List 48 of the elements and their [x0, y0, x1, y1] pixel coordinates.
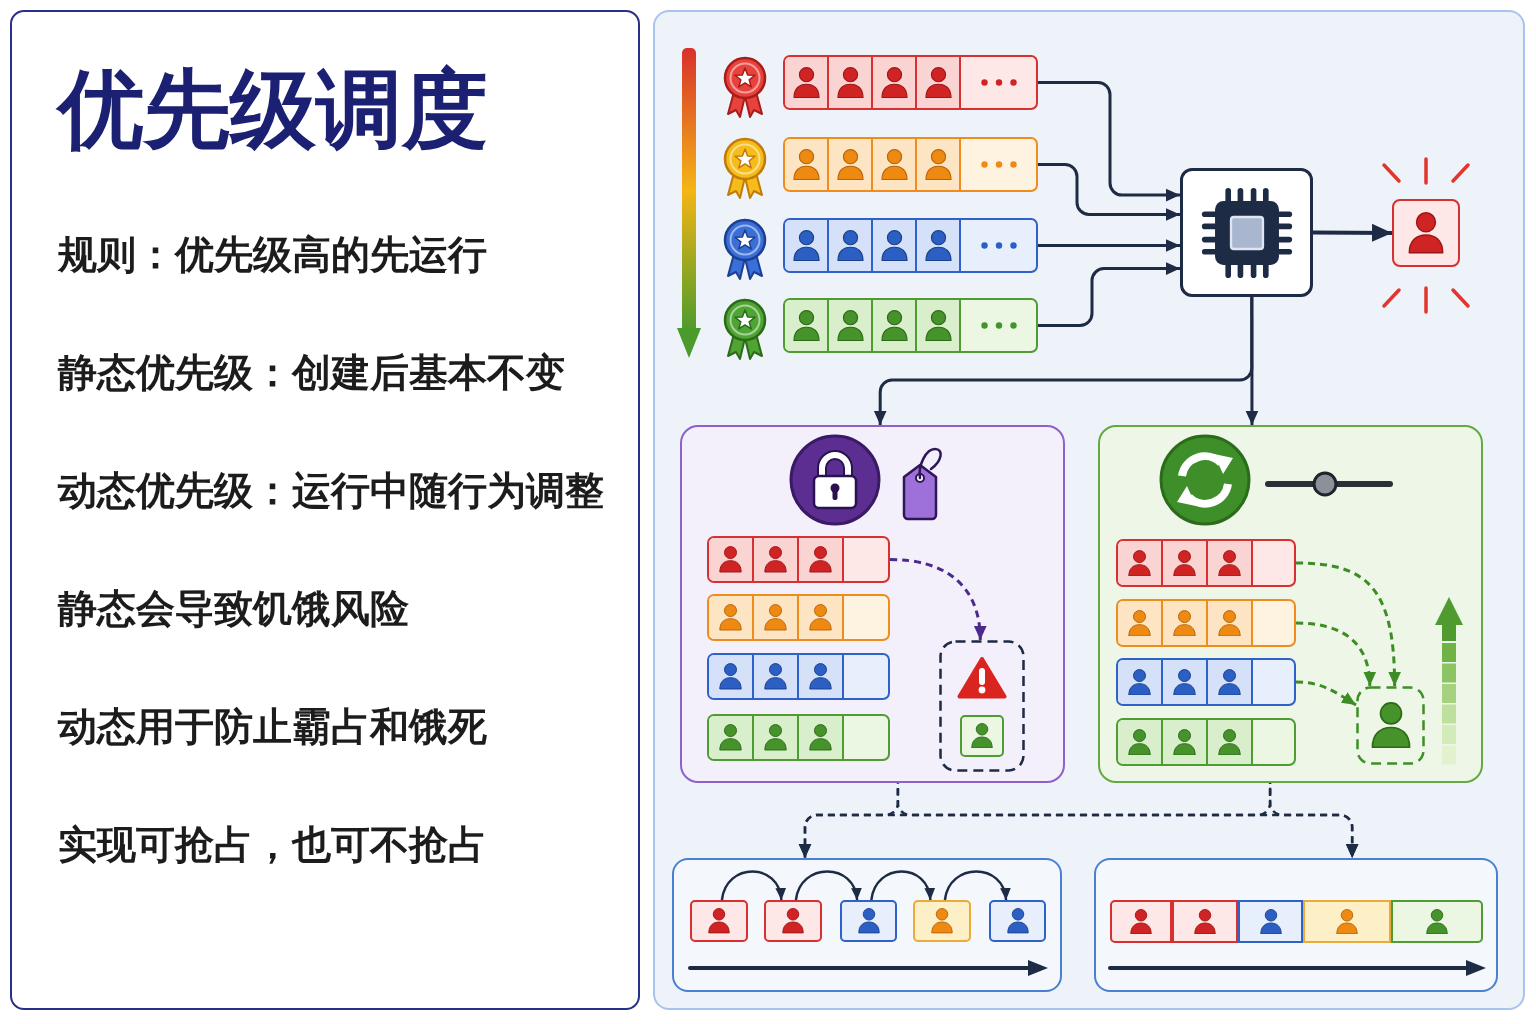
arrow [1245, 297, 1259, 425]
queue-bar [1116, 599, 1296, 647]
cpu-box [1180, 168, 1313, 297]
queue-bar [1116, 718, 1296, 766]
queue-bar [707, 714, 890, 761]
curved-arrow [870, 870, 934, 901]
dashed-arrow [1295, 621, 1376, 687]
arrow [1038, 262, 1180, 327]
queue-bar [1116, 539, 1296, 587]
arrow [1038, 81, 1180, 202]
dashed-box [939, 640, 1025, 772]
dashed-box [1356, 686, 1425, 765]
arrow [1038, 163, 1180, 221]
process-tile [690, 900, 748, 942]
dashed-arrow [1295, 680, 1357, 707]
text-line: 静态会导致饥饿风险 [58, 584, 409, 633]
dashed-arrow [889, 558, 986, 641]
dashed-arrow [798, 783, 1272, 858]
text-line: 规则：优先级高的先运行 [58, 230, 487, 279]
queue-bar [783, 137, 1038, 192]
timeline-panel [672, 858, 1062, 992]
process-tile [840, 900, 897, 942]
queue-bar [783, 298, 1038, 353]
queue-bar [1116, 658, 1296, 706]
panel [1098, 425, 1483, 783]
process-tile [913, 900, 971, 942]
curved-arrow [794, 870, 861, 901]
text-line: 实现可抢占，也可不抢占 [58, 820, 487, 869]
queue-bar [783, 55, 1038, 110]
curved-arrow [943, 870, 1010, 901]
heading: 优先级调度 [58, 66, 488, 152]
text-line: 动态优先级：运行中随行为调整 [58, 466, 604, 515]
arrow [1038, 239, 1180, 252]
text-line: 动态用于防止霸占和饿死 [58, 702, 487, 751]
queue-bar [783, 218, 1038, 273]
diagram-panel [653, 10, 1525, 1010]
curved-arrow [720, 870, 785, 901]
dashed-arrow [1295, 561, 1401, 687]
text-line: 静态优先级：创建后基本不变 [58, 348, 565, 397]
queue-bar [707, 594, 890, 641]
queue-bar [707, 536, 890, 583]
queue-bar [707, 653, 890, 700]
text-panel [10, 10, 640, 1010]
arrow [1313, 223, 1392, 242]
process-tile [764, 900, 822, 942]
running-process-tile [1392, 199, 1460, 267]
process-tile [989, 900, 1046, 942]
panel [680, 425, 1065, 783]
